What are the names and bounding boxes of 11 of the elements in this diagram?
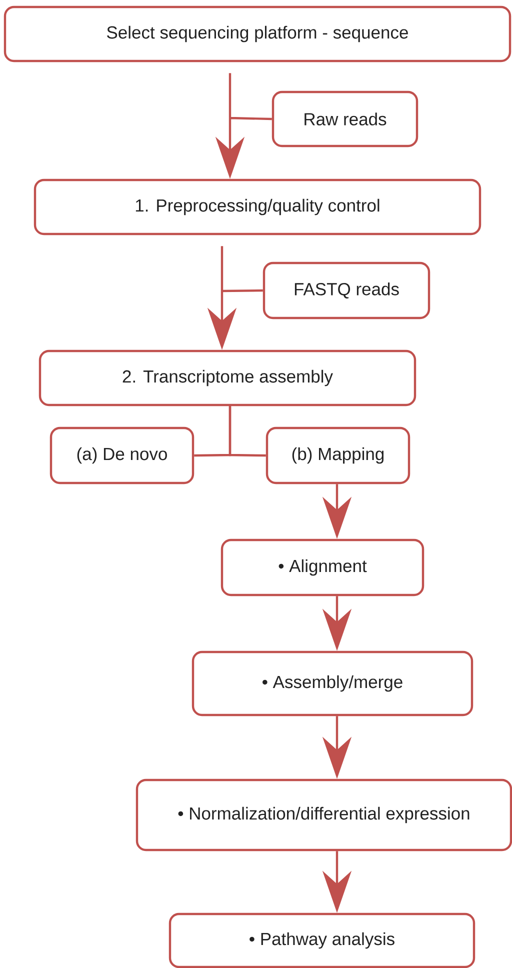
process-box: 1. Preprocessing/quality control [34,178,482,236]
process-box: FASTQ reads [262,262,430,320]
process-box: • Normalization/differential expression [136,778,512,852]
process-box: • Assembly/merge [192,650,474,716]
process-box: 2. Transcriptome assembly [38,350,416,406]
process-box: (b) Mapping [266,426,410,484]
process-box: • Pathway analysis [168,912,476,968]
process-box: (a) De novo [50,426,194,484]
process-box: Raw reads [272,90,418,148]
process-box: Select sequencing platform - sequence [4,6,512,62]
process-box: • Alignment [220,538,424,596]
